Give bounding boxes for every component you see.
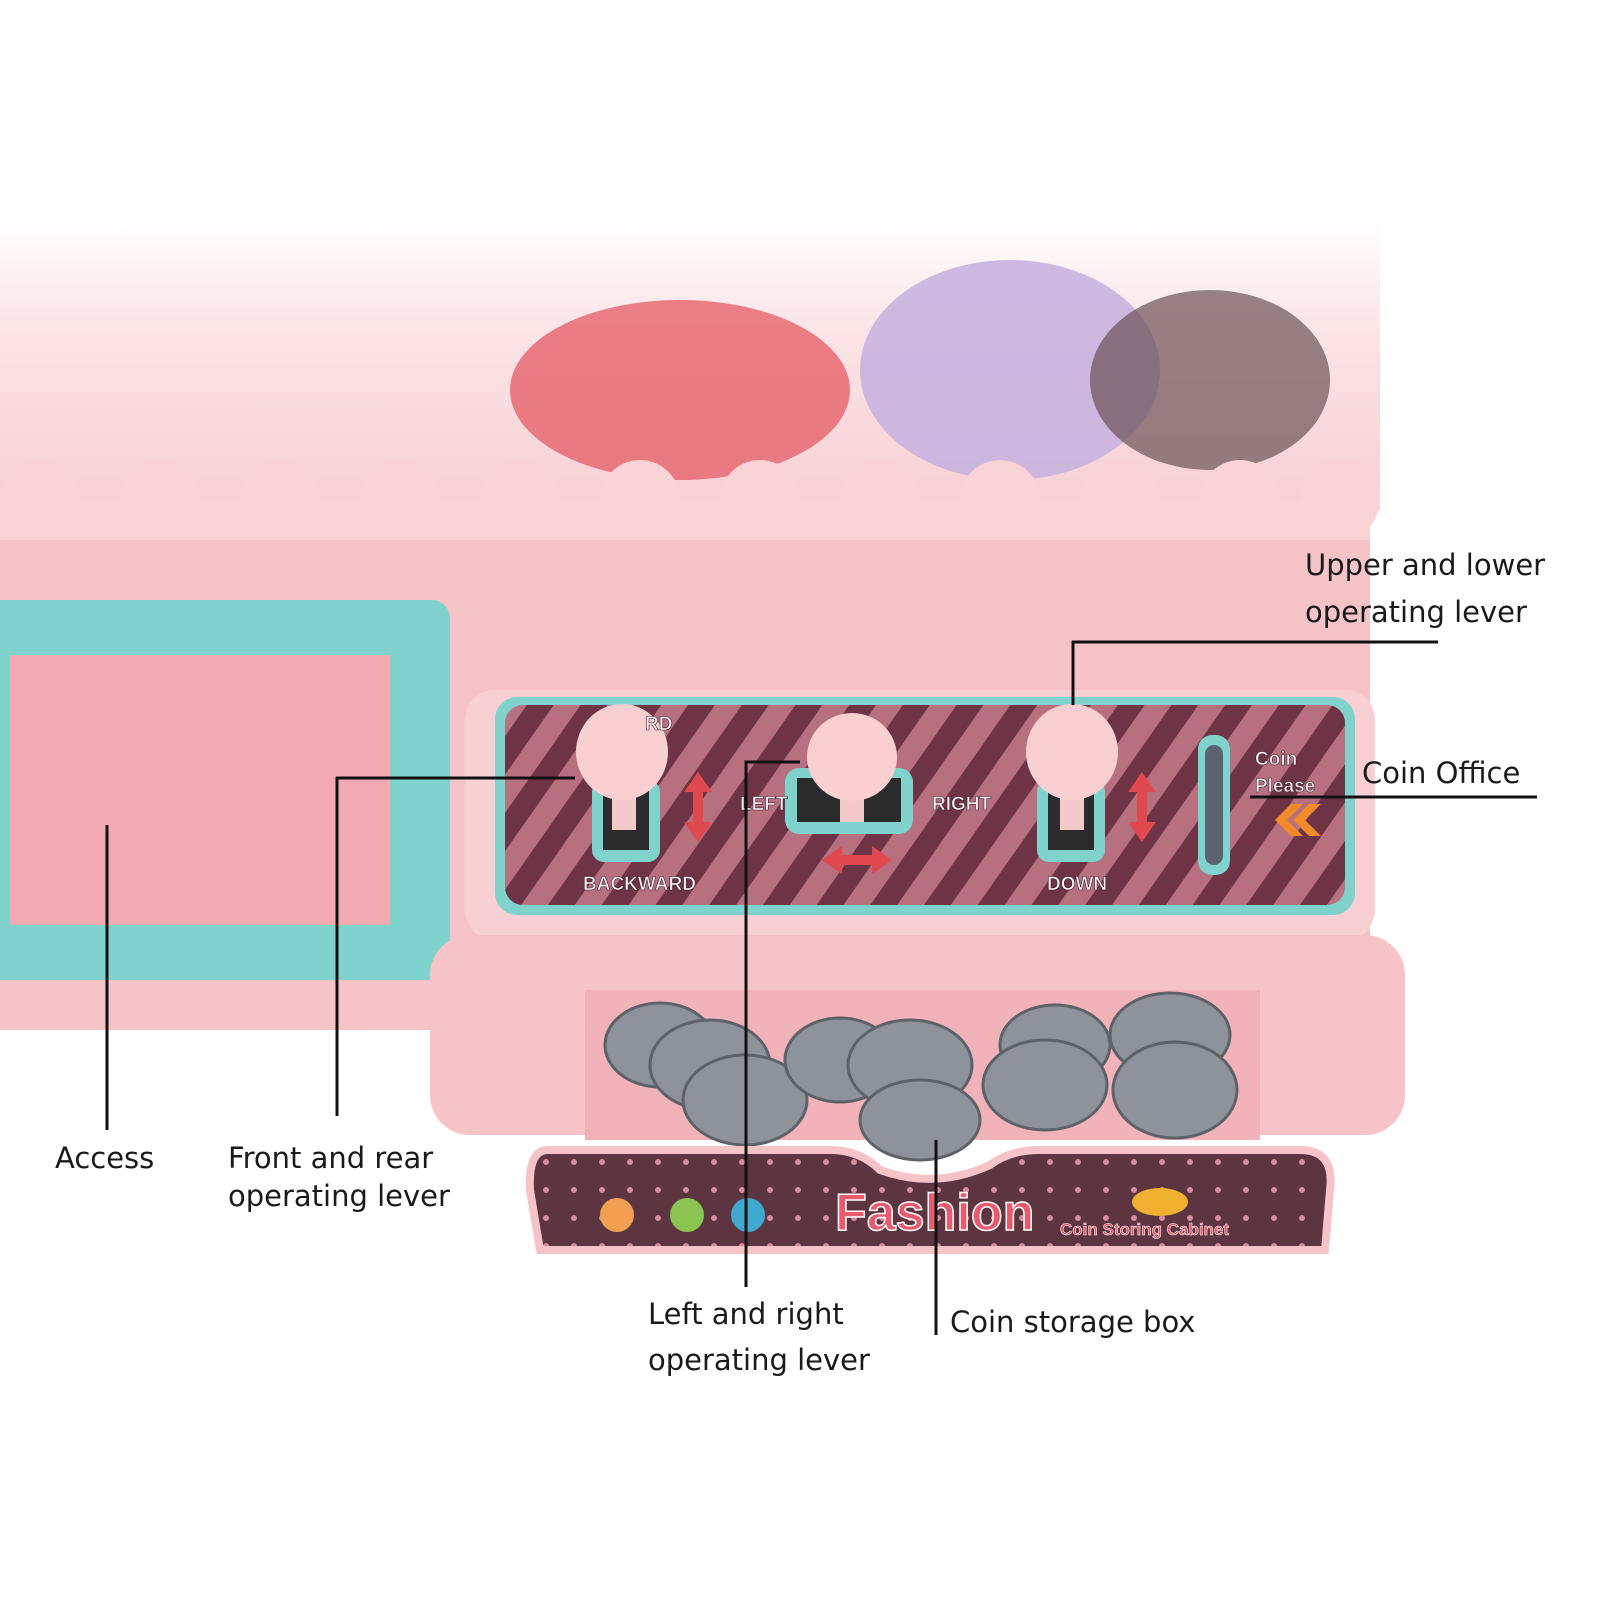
- front-rear-leader-line: [335, 776, 575, 1116]
- coin-storage-label: Coin storage box: [950, 1305, 1195, 1339]
- front-rear-label-line1: Front and rear: [228, 1141, 433, 1175]
- plush-toy-red: [510, 300, 850, 480]
- forward-label: RD: [645, 714, 672, 735]
- left-right-label-line2: operating lever: [648, 1343, 870, 1377]
- coin-label: Coin: [1255, 749, 1297, 770]
- coins: [603, 991, 1239, 1162]
- left-right-leader-line: [744, 760, 800, 1287]
- left-right-lever[interactable]: [785, 713, 913, 834]
- chevron-left-icon: [1275, 804, 1321, 836]
- front-rear-lever[interactable]: [576, 704, 668, 862]
- power-icon: [731, 1198, 765, 1232]
- arrow-icons: [684, 772, 1156, 874]
- coin-icon: [600, 1198, 634, 1232]
- plus-icon: [670, 1198, 704, 1232]
- plush-toy-purple: [860, 260, 1160, 480]
- coins-icon: [1132, 1188, 1188, 1216]
- access-opening: [10, 655, 390, 925]
- coin-office-label: Coin Office: [1362, 756, 1520, 790]
- right-label: RIGHT: [932, 794, 992, 815]
- up-down-lever[interactable]: [1026, 704, 1118, 862]
- drawer-front[interactable]: [525, 1146, 1335, 1254]
- up-down-arrow-icon: [684, 772, 712, 842]
- left-label: LEFT: [740, 794, 788, 815]
- access-label: Access: [55, 1141, 154, 1175]
- front-rear-label-line2: operating lever: [228, 1179, 450, 1213]
- left-right-arrow-icon: [822, 846, 892, 874]
- upper-lower-label-line1: Upper and lower: [1305, 548, 1545, 582]
- backward-label: BACKWARD: [583, 874, 696, 895]
- left-right-label-line1: Left and right: [648, 1297, 844, 1331]
- plush-toy-brown: [1090, 290, 1330, 470]
- down-label: DOWN: [1047, 874, 1107, 895]
- upper-lower-leader-line: [1071, 640, 1438, 705]
- please-label: Please: [1255, 776, 1315, 797]
- coin-storing-cabinet-label: Coin Storing Cabinet: [1060, 1220, 1229, 1239]
- upper-lower-label-line2: operating lever: [1305, 595, 1527, 629]
- up-down-arrow-icon: [1128, 772, 1156, 842]
- control-panel: [505, 705, 1345, 905]
- scalloped-edge: [0, 460, 1380, 540]
